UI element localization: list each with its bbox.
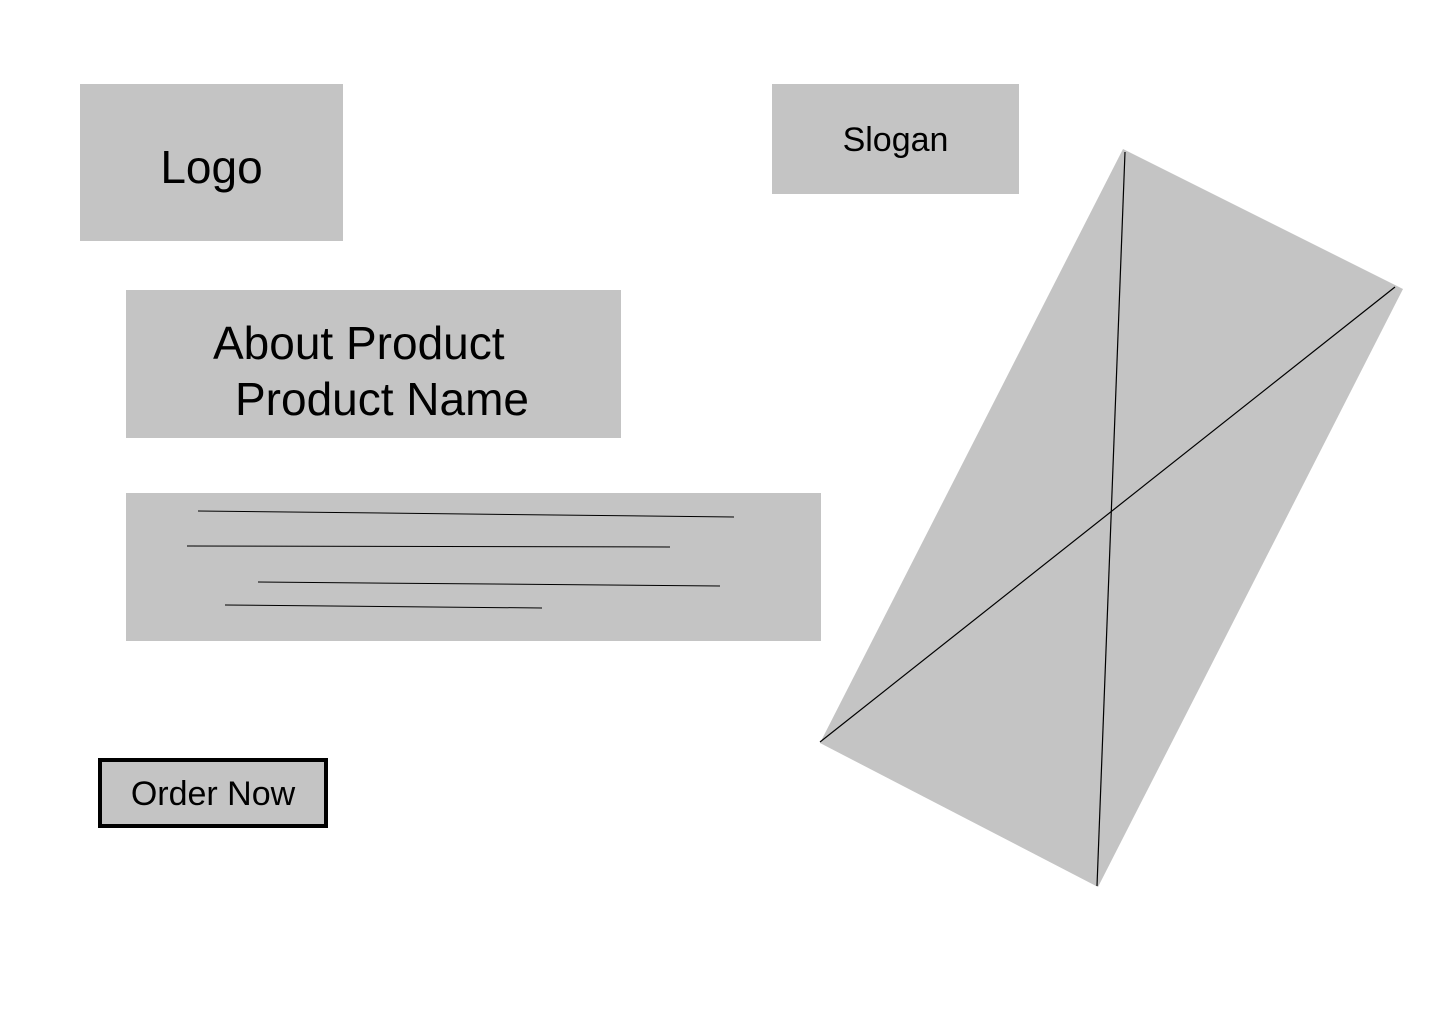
slogan-box: Slogan — [772, 84, 1019, 194]
text-line-placeholder — [224, 604, 543, 609]
placeholder-diagonal — [1096, 151, 1126, 887]
order-now-button[interactable]: Order Now — [98, 758, 328, 828]
logo[interactable]: Logo — [80, 84, 343, 241]
text-line-placeholder — [257, 581, 721, 587]
about-product-box: About Product Product Name — [126, 290, 621, 438]
product-name: Product Name — [235, 373, 530, 425]
product-description-box — [126, 493, 821, 641]
about-product-heading: About Product — [213, 317, 505, 369]
text-line-placeholder — [186, 545, 671, 548]
image-placeholder-icon — [820, 149, 1403, 887]
logo-label: Logo — [160, 141, 263, 193]
order-now-label: Order Now — [130, 775, 296, 813]
description-placeholder-lines — [186, 510, 735, 609]
slogan-label: Slogan — [842, 121, 949, 159]
placeholder-diagonal — [819, 286, 1396, 743]
text-line-placeholder — [197, 510, 735, 518]
